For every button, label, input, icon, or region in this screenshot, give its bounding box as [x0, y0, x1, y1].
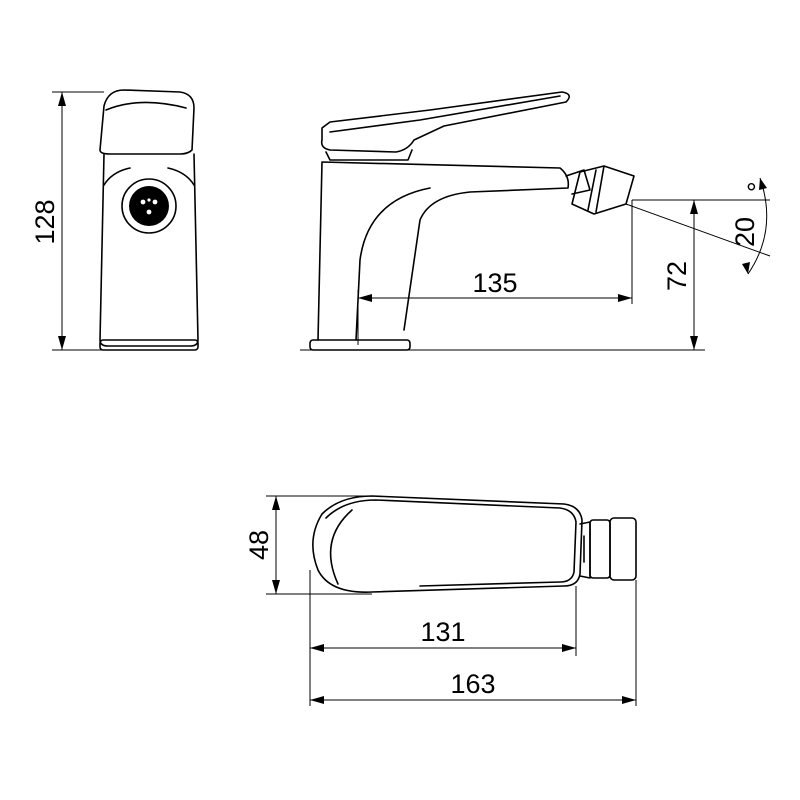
depth-dimension-label: 48	[244, 530, 274, 560]
reach-dimension-label: 135	[472, 268, 517, 298]
top-view: 48 131 163	[244, 495, 637, 706]
front-view-body	[99, 153, 199, 347]
aerator-nozzle	[129, 186, 169, 226]
angle-dimension-label: 20	[730, 217, 760, 247]
front-view: 128	[30, 89, 199, 351]
height-dimension-label: 128	[30, 199, 60, 244]
side-view-lever	[320, 91, 570, 153]
aerator-height-label: 72	[662, 261, 692, 291]
body-length-label: 131	[420, 617, 465, 647]
total-length-label: 163	[450, 669, 495, 699]
top-view-handle	[312, 495, 583, 593]
front-view-handle	[99, 89, 195, 155]
side-view-body	[317, 161, 570, 341]
degree-symbol: °	[746, 178, 757, 208]
side-view: 135 72 20 °	[300, 91, 771, 351]
top-view-aerator	[609, 517, 637, 581]
